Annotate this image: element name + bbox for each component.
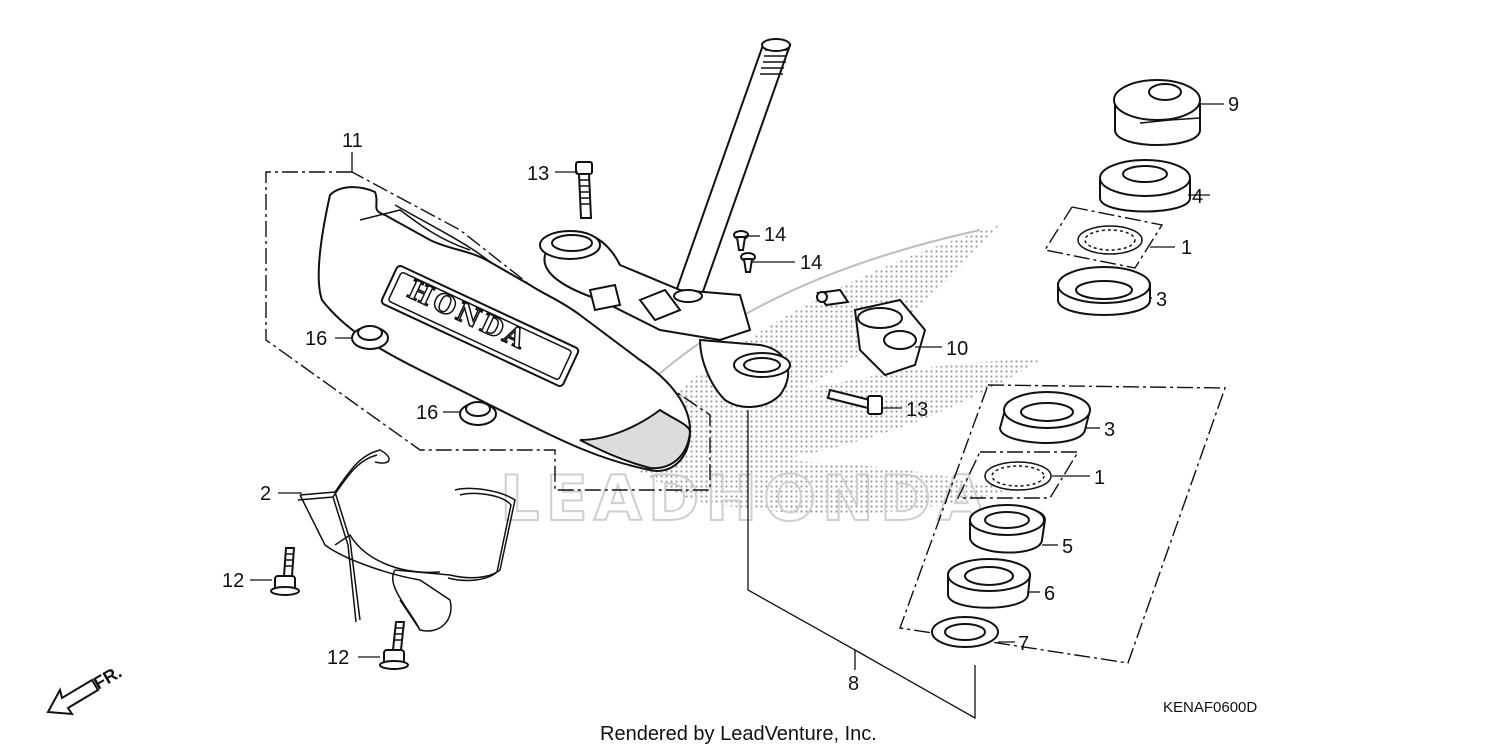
screw-14-upper [733, 230, 749, 251]
callout-12-left: 12 [222, 570, 244, 592]
callout-7: 7 [1018, 633, 1029, 655]
callout-5: 5 [1062, 536, 1073, 558]
callout-3-lower: 3 [1104, 419, 1115, 441]
callout-1-lower: 1 [1094, 467, 1105, 489]
callout-3-upper: 3 [1156, 289, 1167, 311]
callout-12-right: 12 [327, 647, 349, 669]
callout-16-upper: 16 [305, 328, 327, 350]
callout-13-top: 13 [527, 163, 549, 185]
race-3-lower [998, 391, 1092, 444]
callout-2: 2 [260, 483, 271, 505]
lower-bearing-group [899, 384, 1226, 664]
dust-seal-6 [947, 558, 1032, 609]
callout-8: 8 [848, 673, 859, 695]
callout-11: 11 [342, 130, 363, 152]
callout-14-lower: 14 [800, 252, 822, 274]
callout-6: 6 [1044, 583, 1055, 605]
washer-7 [931, 616, 999, 648]
bolt-13-lower [826, 388, 883, 415]
ignition-switch [816, 288, 927, 377]
race-upper [1099, 159, 1191, 213]
bolt-13-top [575, 161, 593, 219]
wire-brackets [297, 449, 516, 632]
callout-14-upper: 14 [764, 224, 786, 246]
watermark-text: LEADHONDA [500, 462, 991, 535]
bearing-upper [1043, 206, 1164, 269]
front-direction-arrow: FR. [46, 662, 125, 716]
diagram-code: KENAF0600D [1163, 699, 1257, 716]
callout-4: 4 [1192, 186, 1203, 208]
watermark-logo: LEADHONDA [499, 225, 1040, 536]
top-thread-nut [1113, 79, 1201, 146]
bearing-lower [956, 451, 1080, 499]
leader-lines [250, 103, 1224, 658]
bolt-12-right [379, 621, 409, 670]
grommet-lower [459, 401, 497, 426]
callout-1-upper: 1 [1181, 237, 1192, 259]
race-5 [969, 504, 1047, 554]
footer-credit: Rendered by LeadVenture, Inc. [600, 723, 877, 745]
race-3-upper [1057, 266, 1151, 316]
callout-10: 10 [946, 338, 968, 360]
bolt-12-left [270, 547, 300, 596]
callout-13-lower: 13 [906, 399, 928, 421]
callout-9: 9 [1228, 94, 1239, 116]
screw-14-lower [740, 252, 756, 273]
steering-stem [539, 38, 792, 408]
handlebar-cover: HONDA [317, 186, 692, 472]
callout-16-lower: 16 [416, 402, 438, 424]
grommet-upper [351, 325, 389, 350]
